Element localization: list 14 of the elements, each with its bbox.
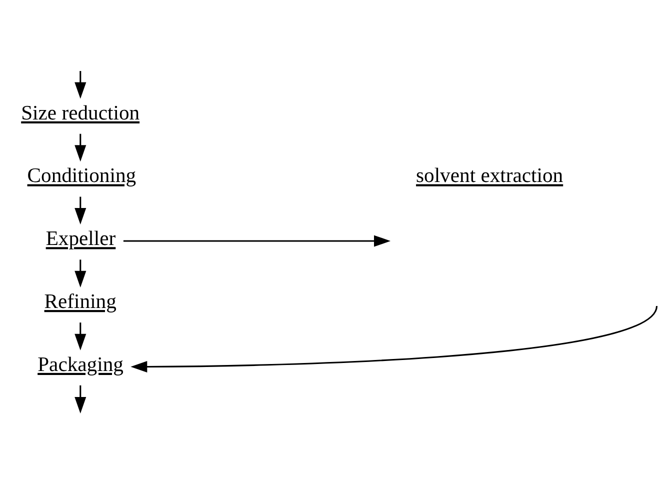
arrow [74,70,86,98]
node-text: Packaging [38,353,124,376]
arrow [74,196,86,224]
node-text: Conditioning [27,164,136,187]
arrow [74,322,86,350]
arrow [74,259,86,287]
node-text: Size reduction [21,102,140,124]
arrow [74,133,86,162]
node-text: solvent extraction [416,164,564,187]
node-text: Refining [44,290,116,313]
arrow [74,384,86,413]
arrow [130,305,658,372]
node-text: Expeller [46,228,116,250]
arrow [123,234,391,246]
